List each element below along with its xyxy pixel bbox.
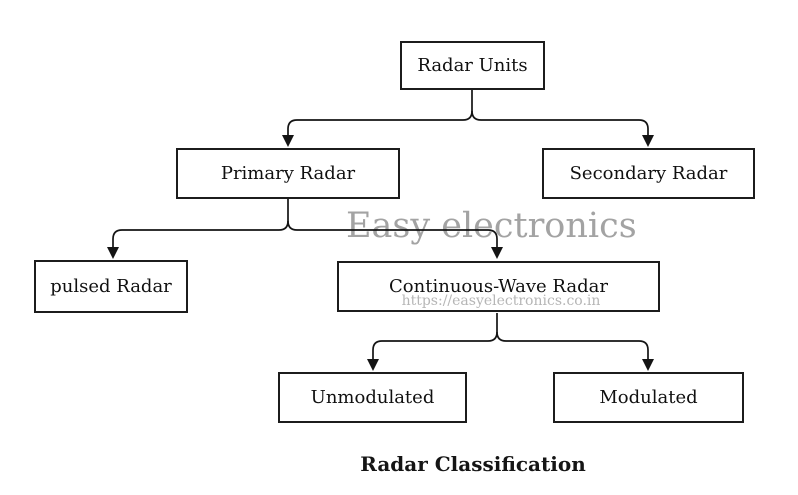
arrowhead-unmodulated	[367, 359, 379, 371]
node-pulsed-radar-label: pulsed Radar	[50, 276, 172, 297]
node-secondary-radar: Secondary Radar	[542, 148, 755, 199]
arrowhead-primary	[282, 135, 294, 147]
diagram-caption: Radar Classification	[360, 452, 586, 476]
arrowhead-modulated	[642, 359, 654, 371]
node-primary-radar-label: Primary Radar	[220, 163, 356, 184]
node-modulated: Modulated	[553, 372, 744, 423]
node-unmodulated: Unmodulated	[278, 372, 467, 423]
connector-primary-to-pulsed	[112, 199, 289, 248]
connector-root-to-secondary	[471, 110, 649, 137]
node-radar-units-label: Radar Units	[417, 55, 528, 76]
node-secondary-radar-label: Secondary Radar	[569, 163, 728, 184]
watermark-text: Easy electronics	[346, 206, 637, 246]
node-continuous-wave-radar: Continuous-Wave Radar	[337, 261, 660, 312]
arrowhead-secondary	[642, 135, 654, 147]
node-primary-radar: Primary Radar	[176, 148, 400, 199]
node-unmodulated-label: Unmodulated	[310, 387, 435, 408]
node-modulated-label: Modulated	[599, 387, 698, 408]
node-radar-units: Radar Units	[400, 41, 545, 90]
node-continuous-wave-radar-label: Continuous-Wave Radar	[389, 276, 608, 297]
arrowhead-cw	[491, 247, 503, 259]
connector-cw-to-modulated	[496, 331, 649, 360]
connector-cw-to-unmodulated	[372, 313, 498, 360]
node-pulsed-radar: pulsed Radar	[34, 260, 188, 313]
watermark-url: https://easyelectronics.co.in	[401, 293, 601, 309]
connector-root-to-primary	[287, 90, 473, 137]
arrowhead-pulsed	[107, 247, 119, 259]
